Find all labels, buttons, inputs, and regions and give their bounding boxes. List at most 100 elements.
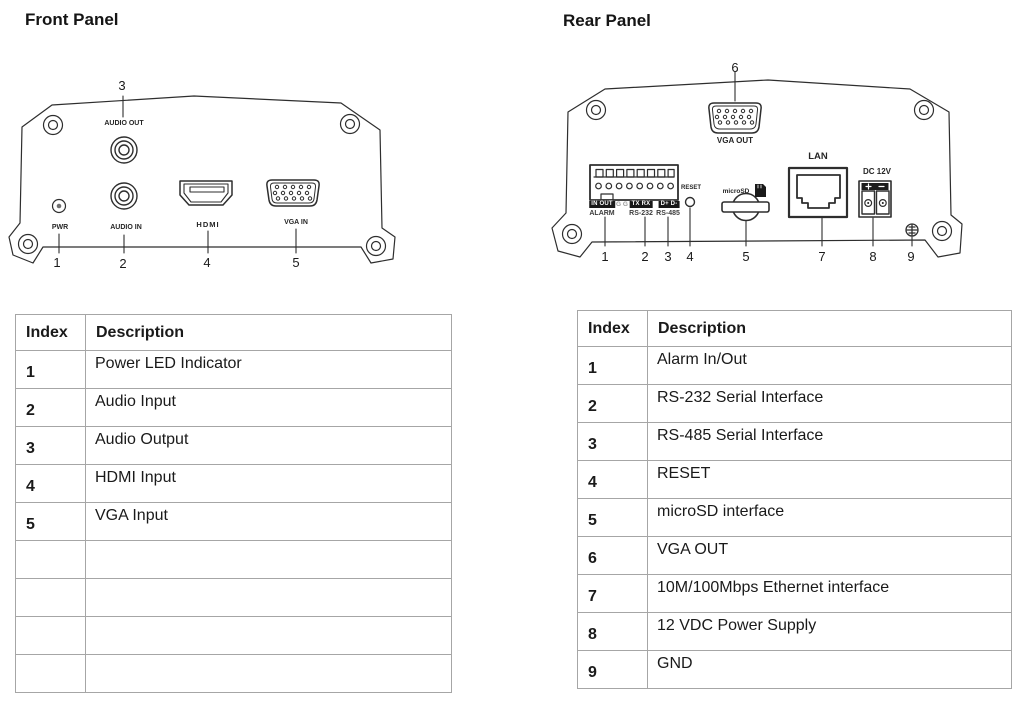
rear-row-index: 2: [577, 384, 648, 423]
rear-callout-7: 7: [818, 249, 826, 264]
rear-row-description: Alarm In/Out: [647, 346, 1012, 385]
rear-row-description: 12 VDC Power Supply: [647, 612, 1012, 651]
table-row: 1 Alarm In/Out: [577, 346, 1012, 385]
table-row: 5 VGA Input: [15, 502, 452, 541]
rear-callout-2: 2: [641, 249, 649, 264]
rear-row-index: 7: [577, 574, 648, 613]
table-row: 2 Audio Input: [15, 388, 452, 427]
rear-callout-4: 4: [686, 249, 694, 264]
rear-callout-3: 3: [664, 249, 672, 264]
table-row: 9 GND: [577, 650, 1012, 689]
power-led-icon: [51, 198, 67, 214]
table-row: [15, 654, 452, 693]
table-row: 6 VGA OUT: [577, 536, 1012, 575]
microsd-label: microSD: [722, 188, 750, 195]
rear-callout-9: 9: [907, 249, 915, 264]
front-row-description: Audio Output: [85, 426, 452, 465]
front-callout-2: 2: [119, 256, 127, 271]
front-row-description: [85, 616, 452, 655]
rs485-label: RS-485: [656, 210, 680, 217]
rear-row-description: microSD interface: [647, 498, 1012, 537]
front-row-index: 4: [15, 464, 86, 503]
front-screw-icons: [17, 113, 387, 257]
front-row-index: [15, 578, 86, 617]
table-row: 8 12 VDC Power Supply: [577, 612, 1012, 651]
hdmi-port-icon: [179, 180, 233, 206]
front-callout-5: 5: [292, 255, 300, 270]
front-callout-leader-lines: [58, 95, 297, 254]
front-panel-table: Index Description 1 Power LED Indicator …: [15, 314, 452, 693]
front-row-index: 3: [15, 426, 86, 465]
alarm-label: ALARM: [589, 210, 615, 217]
rear-row-index: 6: [577, 536, 648, 575]
lan-port-icon: [787, 166, 849, 219]
front-callout-4: 4: [203, 255, 211, 270]
lan-label: LAN: [808, 151, 828, 162]
rear-table-header-row: Index Description: [577, 310, 1012, 347]
table-row: [15, 540, 452, 579]
rear-row-description: RESET: [647, 460, 1012, 499]
reset-button-icon: [684, 196, 696, 208]
table-row: 5 microSD interface: [577, 498, 1012, 537]
table-row: [15, 616, 452, 655]
rear-row-description: GND: [647, 650, 1012, 689]
table-row: 3 Audio Output: [15, 426, 452, 465]
front-row-description: HDMI Input: [85, 464, 452, 503]
table-row: 4 RESET: [577, 460, 1012, 499]
rear-row-description: RS-232 Serial Interface: [647, 384, 1012, 423]
front-table-header-row: Index Description: [15, 314, 452, 351]
vga-out-label: VGA OUT: [716, 136, 754, 145]
front-row-index: 5: [15, 502, 86, 541]
front-panel-outline-drawing: [8, 95, 396, 264]
front-callout-3: 3: [118, 78, 126, 93]
rear-callout-leader-lines: [604, 71, 913, 247]
rear-callout-6: 6: [731, 60, 739, 75]
table-row: 3 RS-485 Serial Interface: [577, 422, 1012, 461]
alarm-in-out-pin-badge: IN OUT: [589, 201, 615, 208]
rear-row-index: 5: [577, 498, 648, 537]
reset-label: RESET: [680, 185, 702, 191]
audio-out-label: AUDIO OUT: [104, 120, 144, 127]
vga-in-label: VGA IN: [284, 219, 308, 226]
front-row-description: [85, 540, 452, 579]
rear-row-description: RS-485 Serial Interface: [647, 422, 1012, 461]
dc-12v-label: DC 12V: [862, 167, 892, 176]
rear-row-description: 10M/100Mbps Ethernet interface: [647, 574, 1012, 613]
hdmi-logo-label: HDMI: [196, 220, 220, 229]
front-header-description: Description: [85, 314, 452, 351]
front-row-description: [85, 578, 452, 617]
dc-power-terminal-icon: [858, 180, 892, 218]
audio-out-rca-jack-icon: [110, 136, 138, 164]
front-row-index: 1: [15, 350, 86, 389]
audio-in-rca-jack-icon: [110, 182, 138, 210]
front-row-description: [85, 654, 452, 693]
rear-panel-outline-drawing: [551, 79, 963, 258]
rear-row-description: VGA OUT: [647, 536, 1012, 575]
rear-panel-title: Rear Panel: [563, 11, 651, 30]
vga-out-port-icon: [708, 102, 762, 134]
ground-pins-label: G G: [616, 201, 628, 208]
front-row-description: VGA Input: [85, 502, 452, 541]
rear-callout-5: 5: [742, 249, 750, 264]
front-callout-1: 1: [53, 255, 61, 270]
front-panel-title: Front Panel: [25, 10, 119, 29]
table-row: [15, 578, 452, 617]
table-row: 7 10M/100Mbps Ethernet interface: [577, 574, 1012, 613]
front-row-index: 2: [15, 388, 86, 427]
front-row-index: [15, 654, 86, 693]
rear-callout-8: 8: [869, 249, 877, 264]
table-row: 4 HDMI Input: [15, 464, 452, 503]
rear-row-index: 8: [577, 612, 648, 651]
rear-row-index: 4: [577, 460, 648, 499]
front-row-index: [15, 616, 86, 655]
front-row-index: [15, 540, 86, 579]
rear-row-index: 3: [577, 422, 648, 461]
rear-callout-1: 1: [601, 249, 609, 264]
microsd-slot-icon: [721, 184, 770, 222]
tx-rx-pin-badge: TX RX: [629, 201, 653, 208]
rear-header-description: Description: [647, 310, 1012, 347]
rear-header-index: Index: [577, 310, 648, 347]
ground-screw-icon: [905, 223, 919, 237]
